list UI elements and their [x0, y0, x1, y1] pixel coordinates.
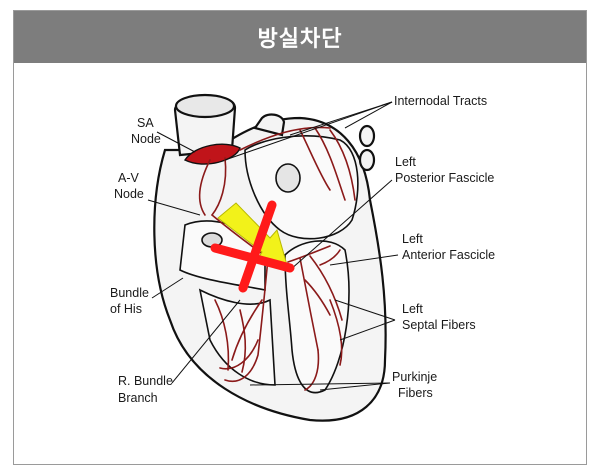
- label-purkinje-line2: Fibers: [398, 386, 433, 400]
- label-bundle-his-line1: Bundle: [110, 286, 149, 300]
- page-title: 방실차단: [257, 27, 343, 52]
- label-left-anterior-line2: Anterior Fascicle: [402, 248, 495, 262]
- label-left-posterior-line2: Posterior Fascicle: [395, 171, 494, 185]
- conduction-fibers: [198, 126, 356, 391]
- label-av-node-line2: Node: [114, 187, 144, 201]
- conduction-arrow: [217, 202, 288, 266]
- label-r-bundle-line1: R. Bundle: [118, 374, 173, 388]
- label-sa-node-line2: Node: [131, 132, 161, 146]
- label-internodal: Internodal Tracts: [394, 94, 487, 108]
- label-r-bundle-line2: Branch: [118, 391, 158, 405]
- title-bar: 방실차단: [14, 11, 586, 63]
- label-purkinje-line1: Purkinje: [392, 370, 437, 384]
- label-left-anterior-line1: Left: [402, 232, 423, 246]
- label-sa-node-line1: SA: [137, 116, 154, 130]
- label-left-posterior-line1: Left: [395, 155, 416, 169]
- block-x-mark: [210, 200, 295, 293]
- label-av-node-line1: A-V: [118, 171, 140, 185]
- pointer-lines: [147, 101, 399, 391]
- label-left-septal-line2: Septal Fibers: [402, 318, 476, 332]
- label-left-septal-line1: Left: [402, 302, 423, 316]
- label-bundle-his-line2: of His: [110, 302, 142, 316]
